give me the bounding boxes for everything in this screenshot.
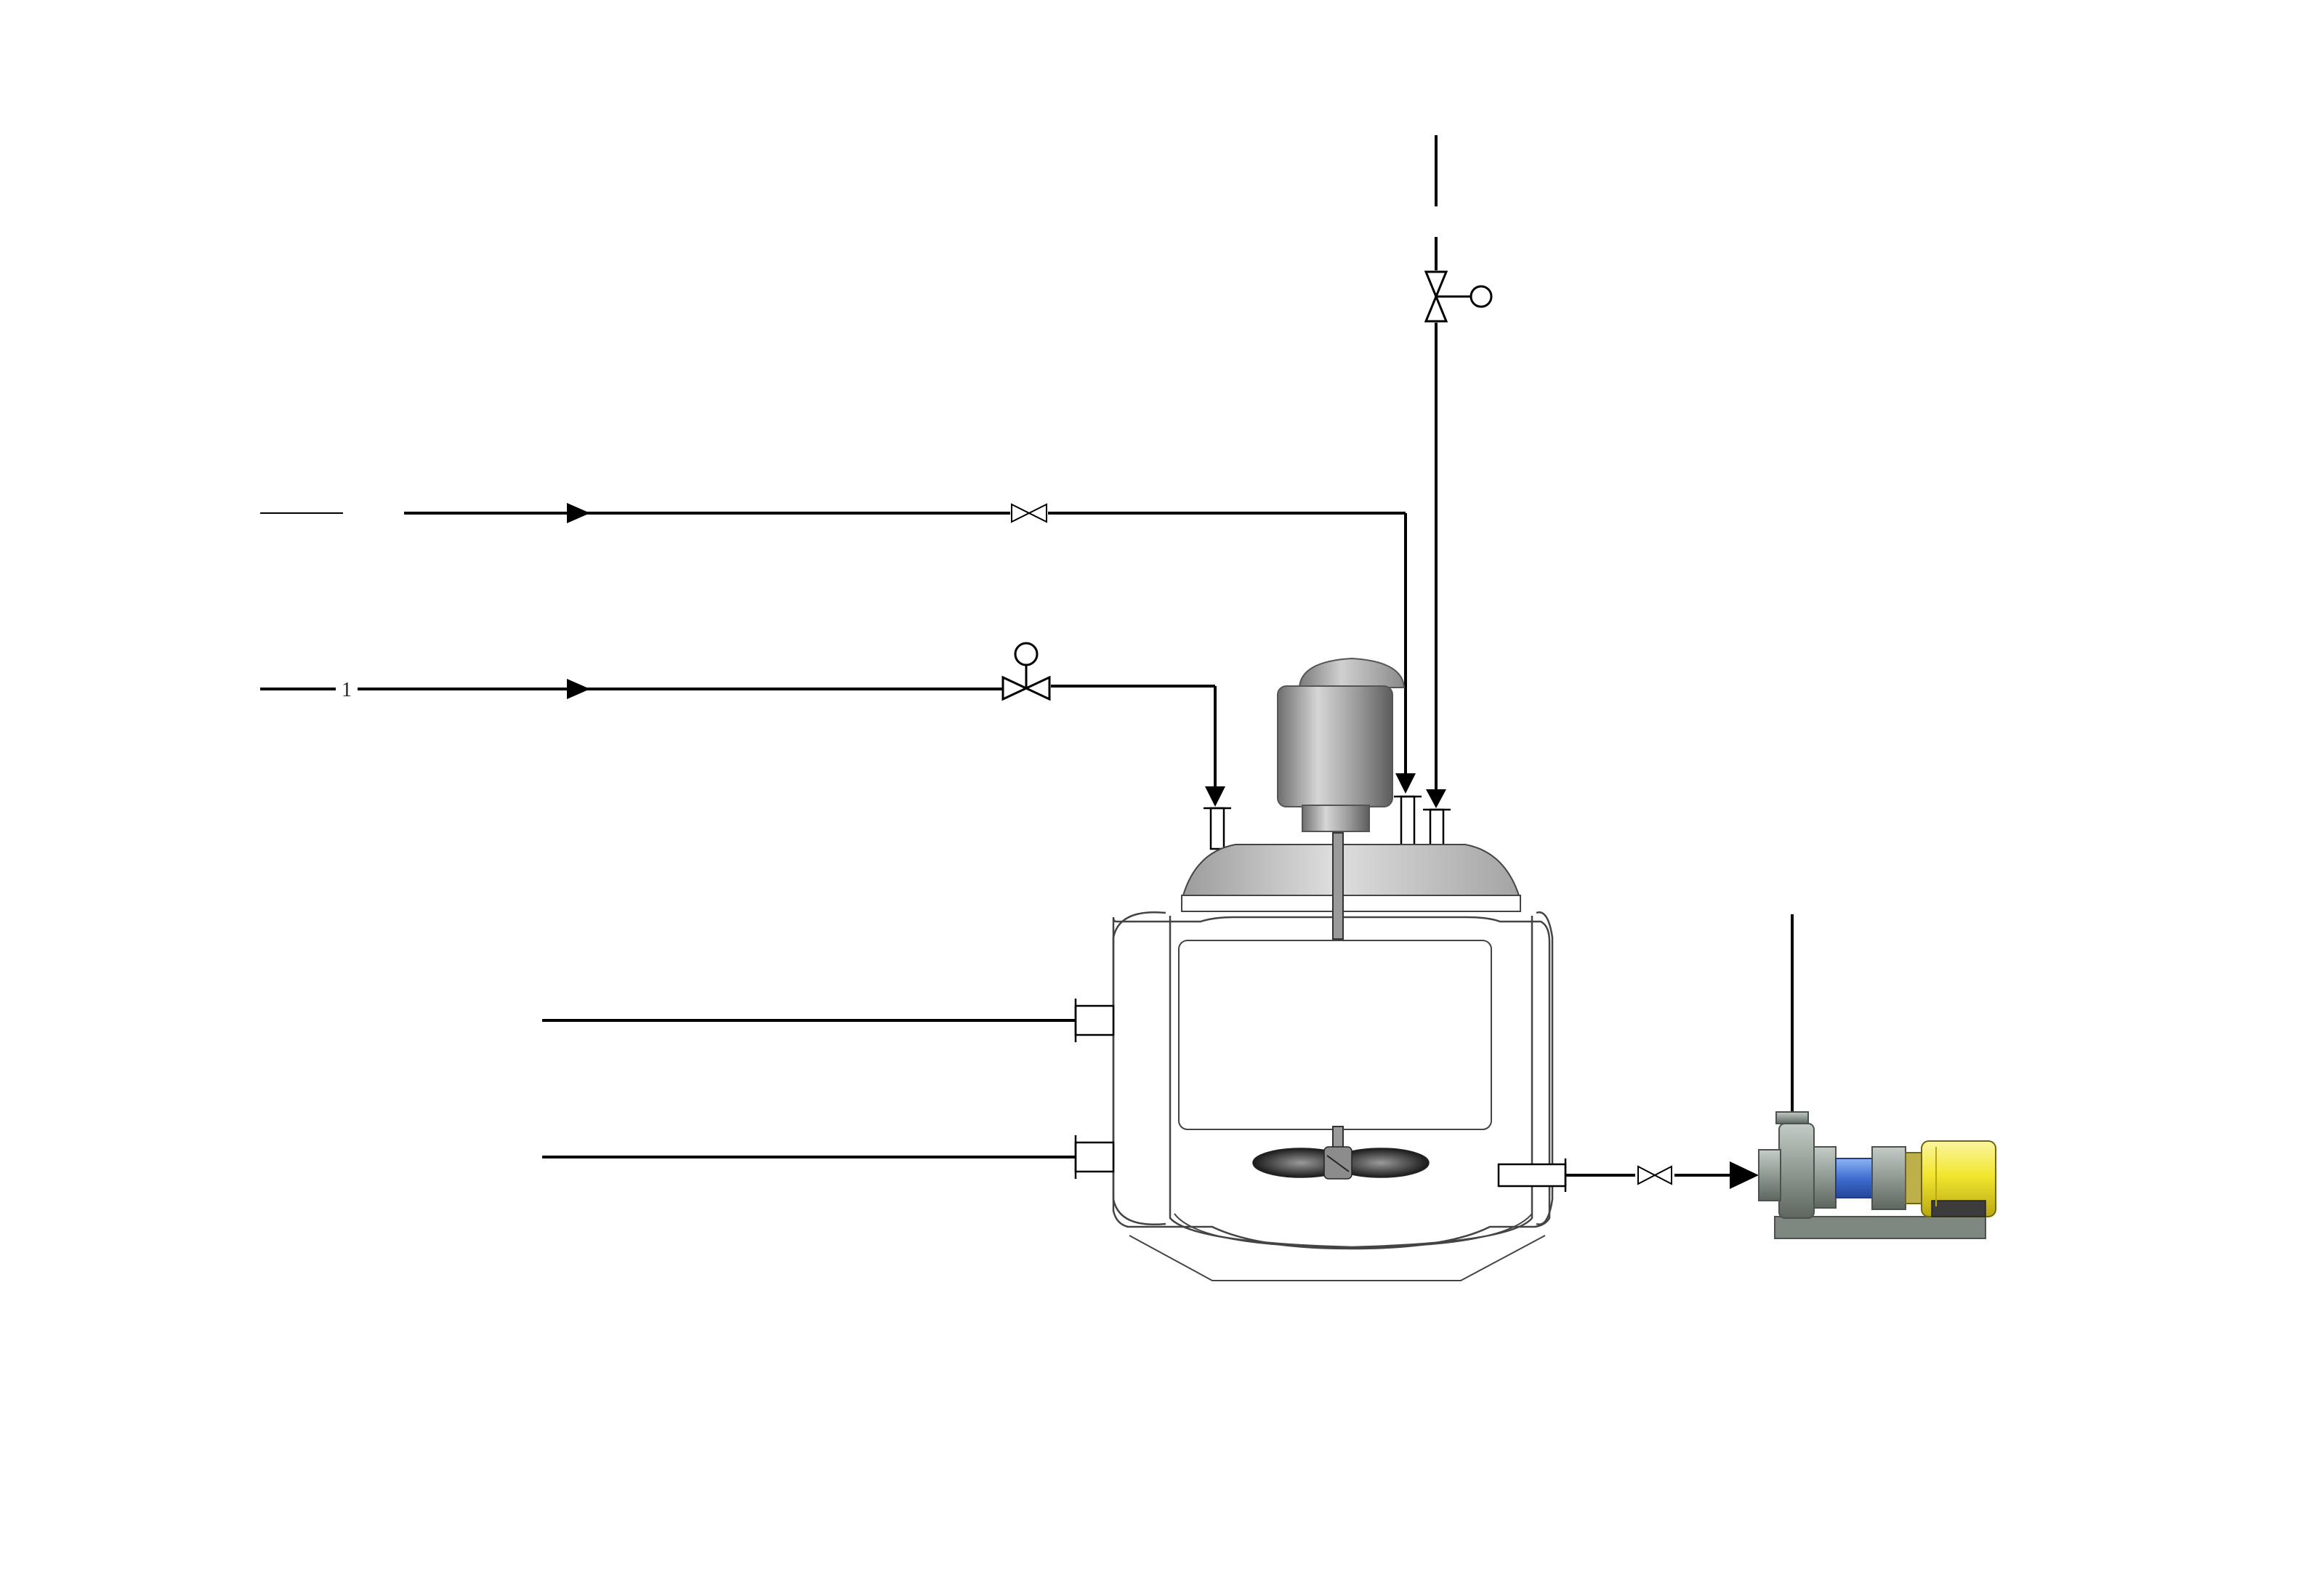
pump-motor-feet: [1931, 1200, 1986, 1217]
gate-valve-icon[interactable]: [1637, 1165, 1672, 1185]
nozzle: [1400, 795, 1416, 847]
motor-dome: [1298, 657, 1406, 688]
motor-body: [1277, 685, 1393, 807]
jacketed-reactor[interactable]: [1112, 911, 1554, 1281]
agitator-shaft: [1332, 832, 1344, 940]
flow-arrow-icon: [1730, 1161, 1759, 1189]
reactor-top-head: [1182, 844, 1520, 896]
vessel-skirt: [1129, 1235, 1546, 1281]
flow-arrow-icon: [567, 679, 590, 699]
reactor-top-flange: [1181, 895, 1521, 912]
flow-arrow-icon: [1426, 789, 1446, 808]
pump-volute: [1778, 1123, 1815, 1219]
top-nozzles: [1204, 795, 1451, 850]
feed-line-top[interactable]: [260, 512, 1407, 773]
centrifugal-pump[interactable]: [1758, 1111, 1996, 1239]
pump-suction-flange: [1758, 1149, 1781, 1201]
nozzle: [1209, 807, 1225, 850]
flow-arrow-icon: [567, 503, 590, 523]
discharge-line[interactable]: [1497, 1158, 1731, 1192]
nozzle: [1074, 1141, 1115, 1173]
pump-discharge-flange: [1775, 1111, 1809, 1124]
jacket-right: [1536, 911, 1554, 1226]
vessel-bottom-dish: [1174, 1213, 1533, 1249]
jacket-left: [1112, 911, 1166, 1225]
pump-coupling-guard: [1835, 1158, 1873, 1198]
flow-arrow-icon: [1205, 786, 1225, 807]
gate-valve-icon[interactable]: [1011, 503, 1047, 523]
pump-baseplate: [1774, 1216, 1986, 1239]
control-valve-icon[interactable]: [1424, 270, 1493, 323]
jacket-line-lower[interactable]: [542, 1135, 1115, 1179]
pump-motor-flange: [1905, 1152, 1922, 1204]
feed-line-1[interactable]: [260, 685, 1217, 786]
flow-arrow-icon: [1395, 773, 1416, 794]
control-valve-icon[interactable]: [1001, 642, 1051, 701]
agitator-motor[interactable]: [1277, 657, 1406, 832]
nozzle: [1497, 1163, 1567, 1188]
nozzle: [1074, 1004, 1115, 1036]
pump-coupling-housing: [1871, 1146, 1906, 1210]
pump-bearing-frame: [1813, 1146, 1837, 1209]
jacket-line-upper[interactable]: [542, 999, 1115, 1042]
line-number-label: 1: [342, 679, 352, 701]
impeller-icon: [1252, 1146, 1430, 1180]
nozzle: [1429, 808, 1445, 849]
motor-flange: [1302, 805, 1370, 832]
